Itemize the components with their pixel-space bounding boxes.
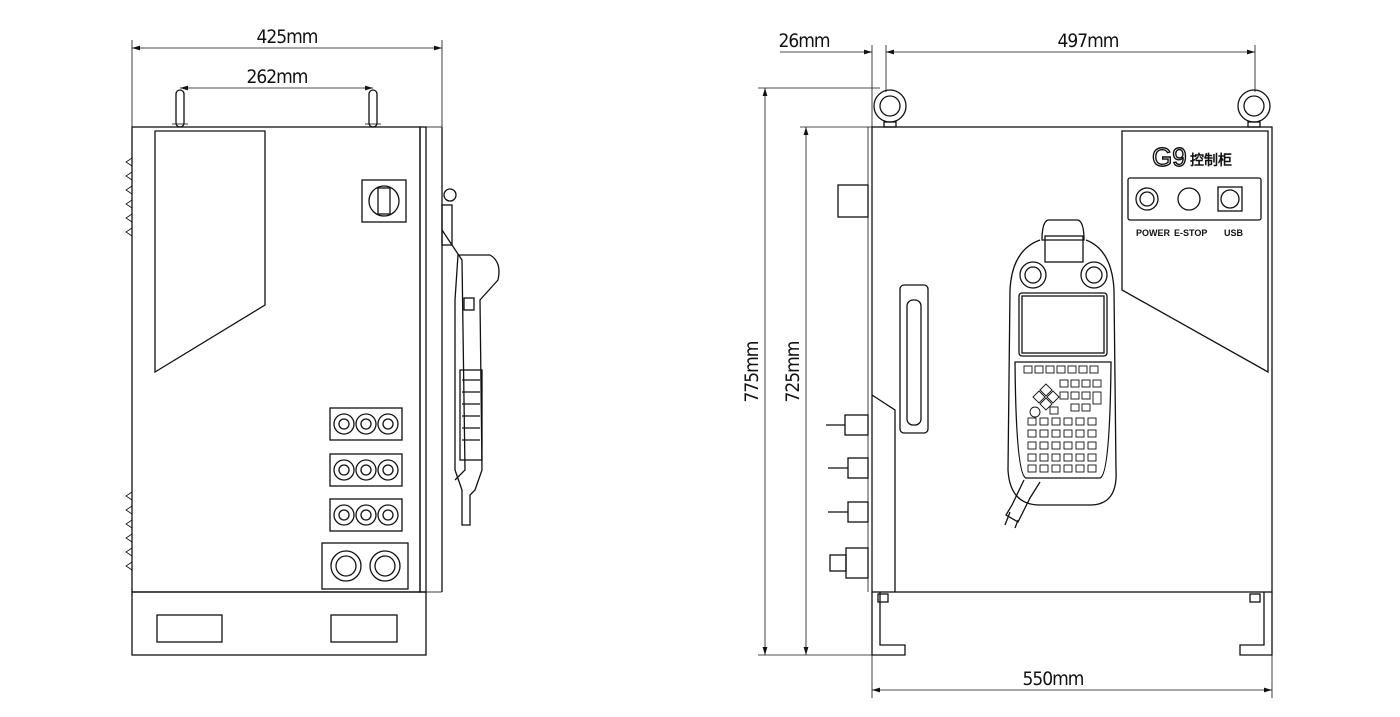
estop-label: E-STOP bbox=[1174, 228, 1207, 238]
front-view: 26mm 497mm 775mm 725mm 550mm bbox=[741, 30, 1273, 698]
teach-pendant bbox=[1004, 219, 1117, 529]
dimension-label: 497mm bbox=[1058, 30, 1119, 52]
lifting-handles bbox=[172, 89, 381, 128]
dimension-label: 425mm bbox=[257, 26, 318, 48]
main-switch bbox=[361, 179, 407, 223]
dimension-262: 262mm bbox=[180, 66, 373, 91]
dimension-label: 550mm bbox=[1023, 668, 1084, 690]
door-handle bbox=[899, 284, 929, 434]
dimension-label: 775mm bbox=[741, 341, 763, 402]
dimension-725: 725mm bbox=[782, 126, 872, 655]
usb-label: USB bbox=[1224, 228, 1244, 238]
eye-bolts bbox=[873, 89, 1271, 128]
cabinet-name: 控制柜 bbox=[1190, 152, 1232, 169]
keypad bbox=[1023, 365, 1102, 473]
dimension-26: 26mm bbox=[778, 30, 887, 127]
label-panel bbox=[1121, 130, 1269, 374]
side-connector-box bbox=[837, 184, 869, 218]
dimension-775: 775mm bbox=[741, 87, 880, 656]
dimension-425: 425mm bbox=[131, 26, 443, 127]
power-button bbox=[1135, 187, 1159, 211]
cabinet-base bbox=[131, 591, 427, 656]
estop-button bbox=[1177, 187, 1201, 211]
vent-slots bbox=[125, 157, 133, 571]
cabinet-legs bbox=[871, 592, 1273, 656]
teach-pendant-side bbox=[441, 188, 500, 526]
dimension-label: 262mm bbox=[247, 66, 308, 88]
panel-window bbox=[154, 130, 266, 374]
dimension-497: 497mm bbox=[886, 30, 1256, 92]
cable-glands bbox=[826, 414, 869, 579]
dimension-label: 725mm bbox=[782, 341, 804, 402]
connector-panels bbox=[321, 407, 409, 590]
door-edge bbox=[871, 394, 896, 592]
model-name: G9 bbox=[1152, 142, 1187, 172]
cabinet-front bbox=[871, 126, 1273, 593]
dimension-550: 550mm bbox=[871, 655, 1273, 698]
dimension-label: 26mm bbox=[778, 30, 829, 52]
button-plate bbox=[1127, 177, 1262, 221]
side-view: 425mm 262mm bbox=[125, 26, 500, 656]
usb-port bbox=[1217, 186, 1243, 212]
power-label: POWER bbox=[1136, 228, 1171, 238]
